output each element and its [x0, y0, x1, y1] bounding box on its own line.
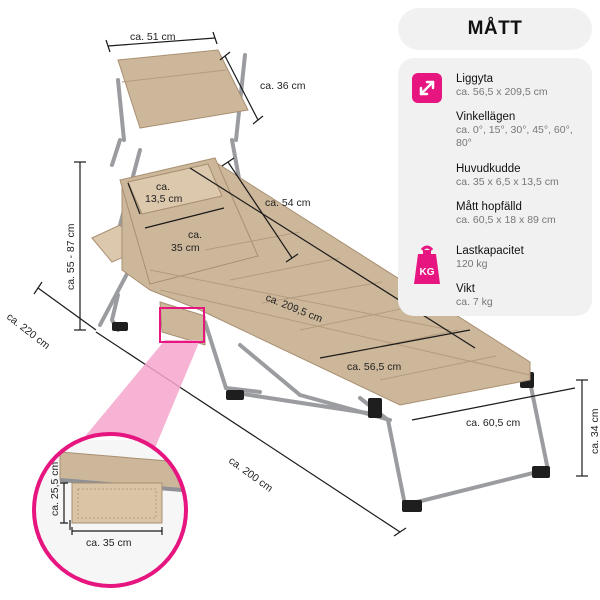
hinge-joint: [368, 398, 382, 418]
foot-front-left: [402, 500, 422, 512]
sun-canopy: [117, 49, 249, 129]
sun-lounger-illustration: [91, 49, 550, 512]
spec-value: ca. 7 kg: [456, 296, 493, 308]
spec-label: Lastkapacitet: [456, 245, 524, 257]
dim-seat-height: ca. 34 cm: [589, 408, 600, 454]
spec-load-capacity: Lastkapacitet 120 kg: [456, 244, 586, 271]
weight-icon-text: KG: [420, 267, 435, 278]
dim-canopy-depth: ca. 36 cm: [260, 80, 306, 92]
pocket-detail-magnifier: ca. 25,5 cm ca. 35 cm: [32, 432, 188, 588]
spec-value: 120 kg: [456, 258, 488, 270]
dim-pocket-height: ca. 25,5 cm: [49, 461, 61, 516]
head-pillow: [127, 163, 223, 215]
spec-value: ca. 0°, 15°, 30°, 45°, 60°, 80°: [456, 124, 573, 149]
spec-weight: Vikt ca. 7 kg: [456, 282, 586, 309]
pocket-detail: [71, 482, 163, 524]
spec-value: ca. 60,5 x 18 x 89 cm: [456, 214, 556, 226]
spec-lying-area: Liggyta ca. 56,5 x 209,5 cm: [456, 72, 586, 99]
dim-height-range: ca. 55 - 87 cm: [65, 223, 77, 290]
spec-label: Mått hopfälld: [456, 201, 522, 213]
callout-connector: [82, 340, 200, 460]
dim-pillow-width-prefix: ca.: [188, 229, 202, 241]
dim-bed-width: ca. 56,5 cm: [347, 361, 402, 373]
spec-folded-size: Mått hopfälld ca. 60,5 x 18 x 89 cm: [456, 200, 586, 227]
specs-panel: Liggyta ca. 56,5 x 209,5 cm Vinkellägen …: [398, 58, 592, 316]
dim-frame-width: ca. 60,5 cm: [466, 417, 521, 429]
spec-head-pillow: Huvudkudde ca. 35 x 6,5 x 13,5 cm: [456, 162, 586, 189]
spec-label: Vikt: [456, 283, 475, 295]
dim-pillow-height: ca.: [156, 181, 170, 193]
spec-value: ca. 35 x 6,5 x 13,5 cm: [456, 176, 559, 188]
spec-label: Liggyta: [456, 73, 494, 85]
foot-rear-right: [226, 390, 244, 400]
dim-pillow-width: 35 cm: [171, 242, 200, 254]
diagonal-resize-icon: [412, 73, 442, 103]
weight-kg-icon: KG: [412, 244, 442, 290]
spec-label: Huvudkudde: [456, 163, 521, 175]
spec-angle-positions: Vinkellägen ca. 0°, 15°, 30°, 45°, 60°, …: [456, 110, 586, 150]
dim-width: ca. 220 cm: [4, 311, 52, 352]
side-pocket: [159, 301, 206, 346]
dim-pocket-width: ca. 35 cm: [86, 537, 132, 549]
dim-backrest-length: ca. 54 cm: [265, 197, 311, 209]
page-title: MÅTT: [467, 18, 523, 39]
foot-rear-left: [112, 322, 128, 331]
dim-canopy-width: ca. 51 cm: [130, 31, 176, 43]
foot-front-right: [532, 466, 550, 478]
dim-pillow-height-value: 13,5 cm: [145, 193, 183, 205]
dim-length: ca. 200 cm: [226, 455, 275, 495]
pocket-highlight: [159, 307, 205, 343]
title-box: MÅTT: [398, 8, 592, 50]
spec-value: ca. 56,5 x 209,5 cm: [456, 86, 548, 98]
spec-label: Vinkellägen: [456, 111, 516, 123]
